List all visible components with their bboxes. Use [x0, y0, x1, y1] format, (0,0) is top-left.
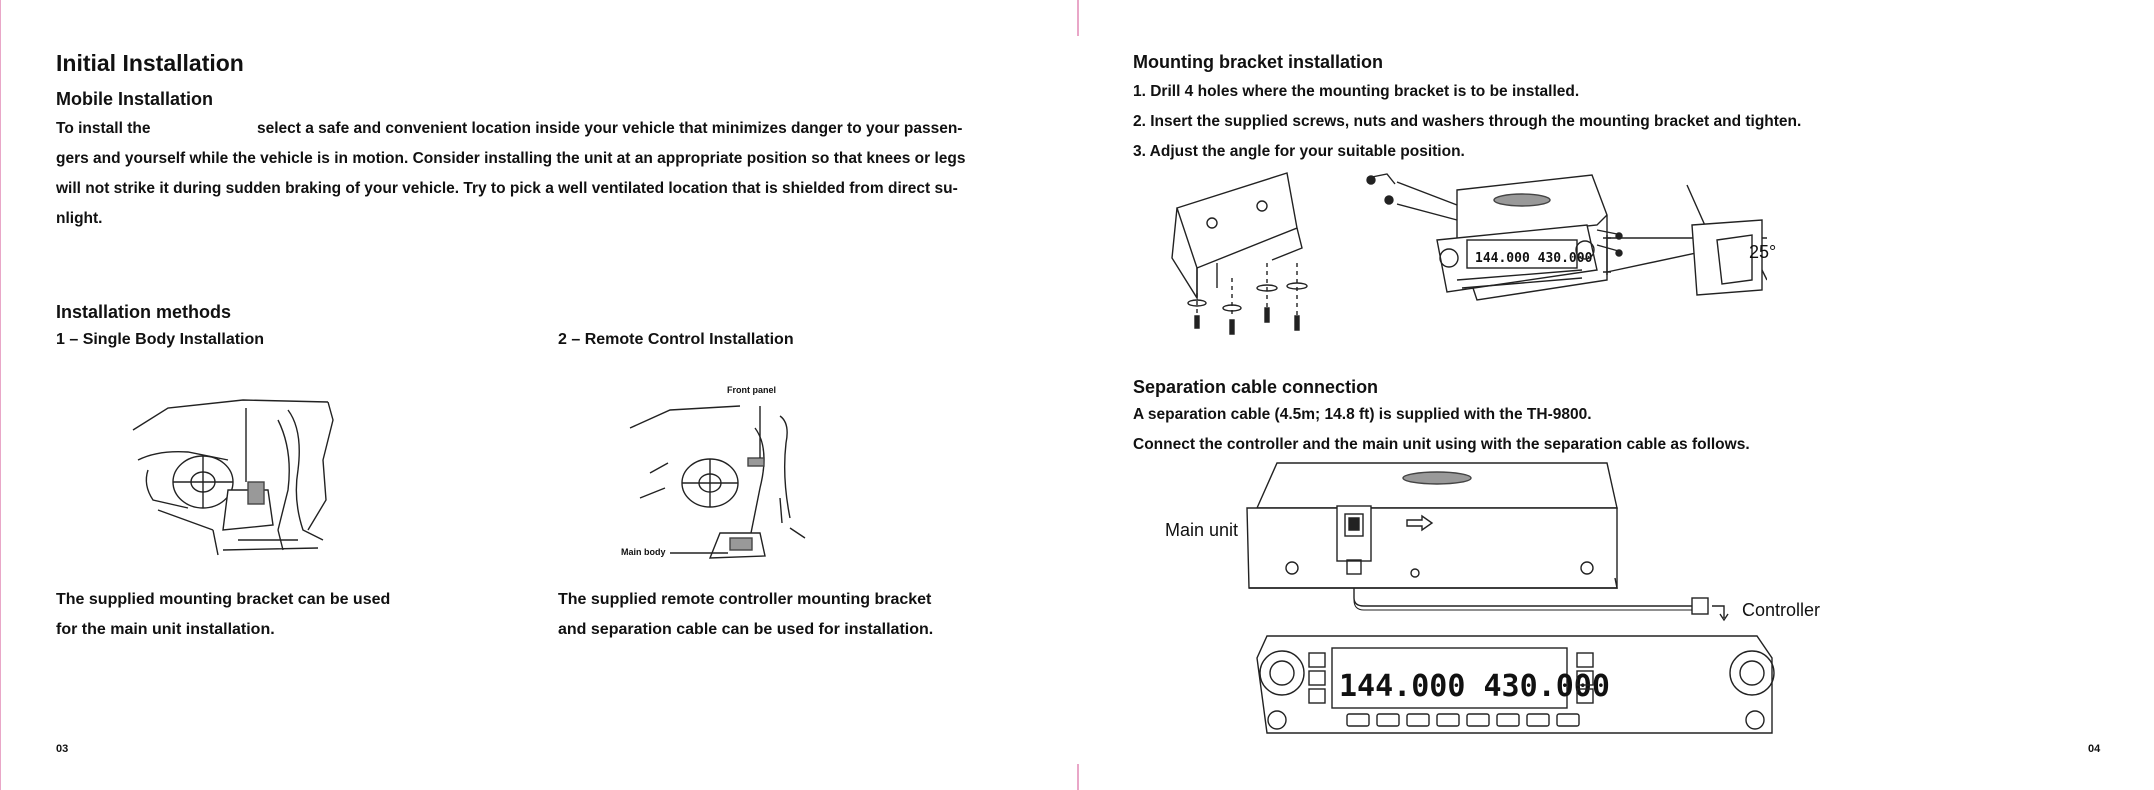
svg-text:144.000 430.000: 144.000 430.000 — [1339, 669, 1610, 704]
page-title: Initial Installation — [56, 50, 244, 76]
method-2-title: 2 – Remote Control Installation — [558, 331, 794, 348]
main-unit-bracket-illustration: 144.000 430.000 — [1366, 173, 1623, 301]
front-panel-label: Front panel — [727, 385, 776, 395]
step-1: 1. Drill 4 holes where the mounting brac… — [1133, 83, 1580, 100]
intro-line-3: will not strike it during sudden braking… — [56, 180, 958, 197]
right-page-number: 04 — [2088, 743, 2101, 755]
single-body-illustration — [132, 399, 334, 556]
left-page-edge-top — [1077, 0, 1079, 36]
caption-2-line-2: and separation cable can be used for ins… — [558, 621, 934, 638]
controller-label: Controller — [1742, 600, 1821, 620]
left-page-edge-bottom — [1077, 764, 1079, 790]
installation-methods-heading: Installation methods — [56, 302, 232, 322]
left-page-number: 03 — [56, 743, 69, 755]
mounting-bracket-heading: Mounting bracket installation — [1133, 52, 1384, 72]
remote-control-illustration — [629, 405, 806, 559]
angle-illustration — [1603, 184, 1767, 296]
separation-cable-heading: Separation cable connection — [1133, 377, 1379, 397]
main-body-label: Main body — [621, 547, 666, 557]
method-1-title: 1 – Single Body Installation — [56, 331, 265, 348]
mobile-installation-heading: Mobile Installation — [56, 89, 214, 109]
caption-1-line-2: for the main unit installation. — [56, 621, 275, 638]
mounting-bracket-illustration — [1171, 172, 1308, 335]
step-2: 2. Insert the supplied screws, nuts and … — [1133, 113, 1802, 130]
intro-line-1-start: To install the — [56, 120, 151, 137]
separation-cable-illustration: 144.000 430.000 — [1246, 462, 1775, 734]
main-unit-label: Main unit — [1165, 520, 1239, 540]
angle-label: 25° — [1749, 242, 1777, 262]
step-3: 3. Adjust the angle for your suitable po… — [1133, 143, 1465, 160]
caption-1-line-1: The supplied mounting bracket can be use… — [56, 591, 391, 608]
intro-line-1-rest: select a safe and convenient location in… — [257, 120, 963, 137]
separation-line-2: Connect the controller and the main unit… — [1133, 436, 1750, 453]
intro-line-2: gers and yourself while the vehicle is i… — [56, 150, 966, 167]
left-page: Initial Installation Mobile Installation… — [56, 50, 966, 755]
separation-line-1: A separation cable (4.5m; 14.8 ft) is su… — [1133, 406, 1592, 423]
right-page: Mounting bracket installation 1. Drill 4… — [1077, 0, 2154, 790]
outer-page-edge — [0, 0, 1, 790]
svg-text:144.000 430.000: 144.000 430.000 — [1475, 251, 1593, 266]
intro-line-4: nlight. — [56, 210, 103, 227]
caption-2-line-1: The supplied remote controller mounting … — [558, 591, 932, 608]
